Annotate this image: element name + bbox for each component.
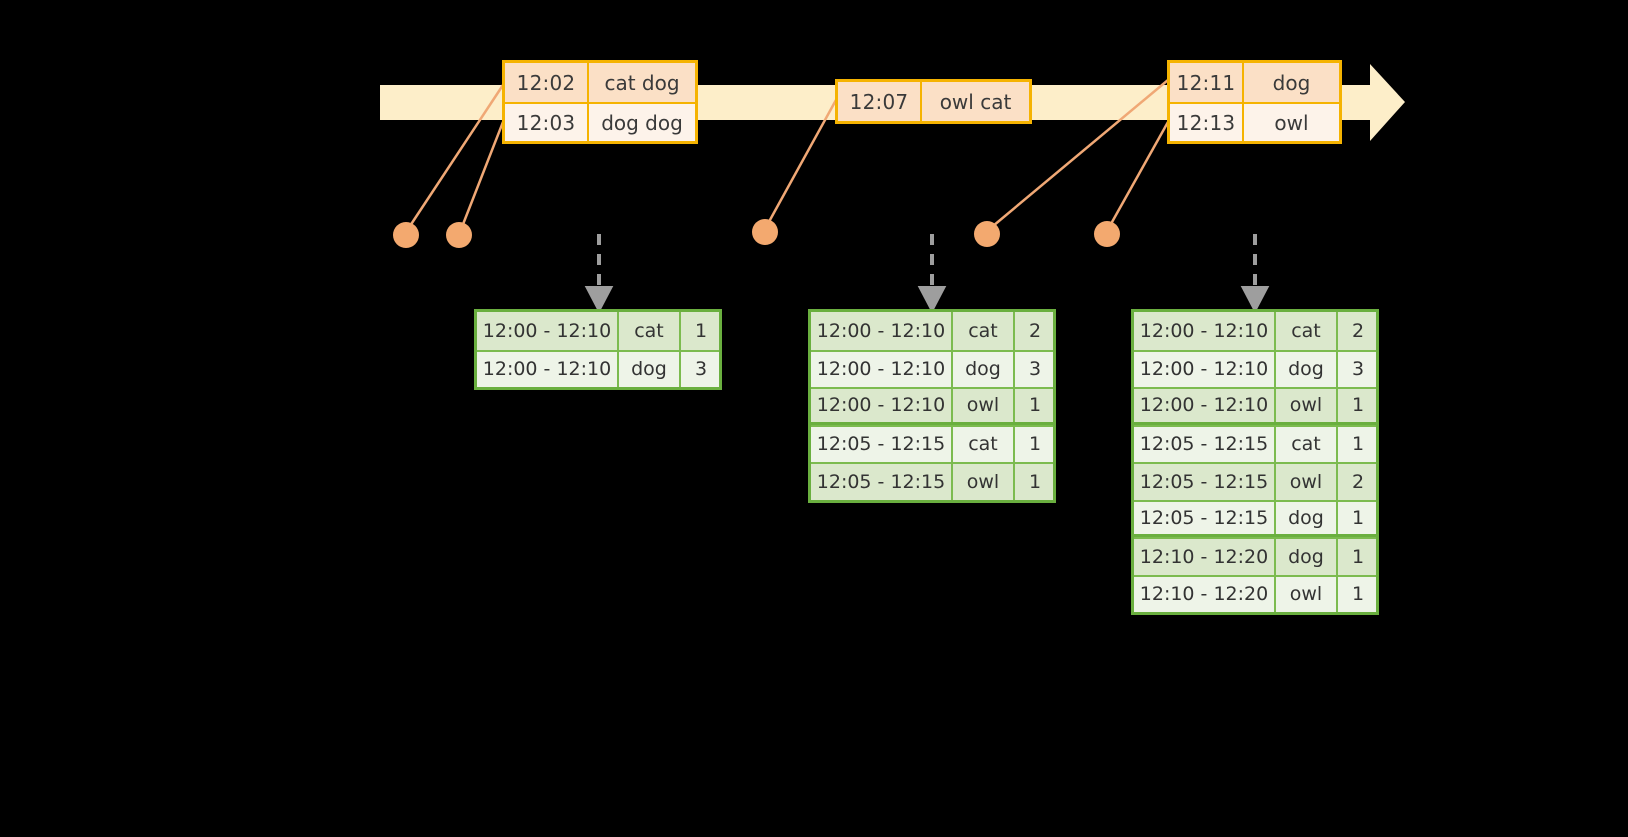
cell-window: 12:00 - 12:10 [1134,389,1276,422]
connector-dots [393,219,1120,248]
cell-window: 12:00 - 12:10 [1134,312,1276,350]
emit-arrows [584,234,1270,314]
cell-word: owl [1276,389,1338,422]
cell-window: 12:00 - 12:10 [477,351,619,387]
cell-count: 1 [1351,394,1365,417]
event-time: 12:07 [838,82,922,121]
cell-word: cat [953,426,1015,462]
table-row[interactable]: 12:05 - 12:15 owl 1 [811,462,1053,500]
table-row[interactable]: 12:05 - 12:15 owl 2 [1134,462,1376,500]
table-row[interactable]: 12:00 - 12:10 dog 3 [811,349,1053,387]
table-row[interactable]: 12:10 - 12:20 dog 1 [1134,537,1376,575]
cell-window: 12:00 - 12:10 [811,351,953,387]
cell-window: 12:05 - 12:15 [1134,464,1276,500]
cell-word: dog [619,351,681,387]
event-row[interactable]: 12:11 dog [1170,63,1339,102]
event-time: 12:11 [1170,63,1244,102]
event-box-1[interactable]: 12:02 cat dog 12:03 dog dog [502,60,698,144]
cell-count: 2 [1351,470,1365,493]
cell-window: 12:05 - 12:15 [811,464,953,500]
event-words: owl cat [939,89,1012,114]
event-words: dog dog [601,110,683,135]
cell-count: 1 [1351,545,1365,568]
cell-word: dog [1276,539,1338,575]
cell-count: 2 [1028,319,1042,342]
event-words: dog [1272,70,1311,95]
cell-window: 12:05 - 12:15 [1134,426,1276,462]
cell-count: 1 [1351,433,1365,456]
cell-word: owl [953,389,1015,422]
cell-count: 3 [694,358,708,381]
event-time: 12:02 [505,63,589,102]
cell-word: cat [1276,426,1338,462]
table-row[interactable]: 12:00 - 12:10 cat 1 [477,312,719,350]
cell-window: 12:05 - 12:15 [1134,501,1276,534]
cell-count: 1 [1028,470,1042,493]
event-box-2[interactable]: 12:07 owl cat [835,79,1032,124]
table-row[interactable]: 12:00 - 12:10 owl 1 [1134,387,1376,425]
cell-window: 12:05 - 12:15 [811,426,953,462]
cell-window: 12:00 - 12:10 [811,389,953,422]
cell-window: 12:10 - 12:20 [1134,539,1276,575]
table-row[interactable]: 12:00 - 12:10 cat 2 [811,312,1053,350]
event-row[interactable]: 12:03 dog dog [505,102,695,141]
event-row[interactable]: 12:07 owl cat [838,82,1029,121]
dot-12-07 [752,219,778,245]
window-results-after-12-03[interactable]: 12:00 - 12:10 cat 1 12:00 - 12:10 dog 3 [474,309,722,390]
cell-count: 1 [1028,394,1042,417]
cell-count: 1 [1028,433,1042,456]
dot-12-02 [393,222,419,248]
table-row[interactable]: 12:10 - 12:20 owl 1 [1134,574,1376,612]
cell-window: 12:10 - 12:20 [1134,576,1276,612]
cell-word: dog [1276,351,1338,387]
dot-12-03 [446,222,472,248]
event-words: cat dog [604,70,680,95]
cell-word: cat [953,312,1015,350]
table-row[interactable]: 12:00 - 12:10 cat 2 [1134,312,1376,350]
cell-count: 1 [1351,506,1365,529]
table-row[interactable]: 12:00 - 12:10 dog 3 [1134,349,1376,387]
cell-window: 12:00 - 12:10 [1134,351,1276,387]
cell-word: owl [1276,464,1338,500]
table-row[interactable]: 12:05 - 12:15 cat 1 [1134,424,1376,462]
cell-word: cat [1276,312,1338,350]
table-row[interactable]: 12:05 - 12:15 dog 1 [1134,499,1376,537]
event-time: 12:03 [505,104,589,141]
event-row[interactable]: 12:02 cat dog [505,63,695,102]
window-results-after-12-07[interactable]: 12:00 - 12:10 cat 2 12:00 - 12:10 dog 3 … [808,309,1056,503]
event-words: owl [1274,110,1309,135]
event-box-3[interactable]: 12:11 dog 12:13 owl [1167,60,1342,144]
cell-count: 3 [1028,358,1042,381]
dot-12-13 [1094,221,1120,247]
cell-window: 12:00 - 12:10 [477,312,619,350]
cell-count: 3 [1351,358,1365,381]
cell-word: owl [1276,576,1338,612]
event-time: 12:13 [1170,104,1244,141]
cell-window: 12:00 - 12:10 [811,312,953,350]
cell-word: dog [953,351,1015,387]
table-row[interactable]: 12:00 - 12:10 dog 3 [477,349,719,387]
dot-12-11 [974,221,1000,247]
cell-word: dog [1276,501,1338,534]
cell-count: 1 [1351,583,1365,606]
window-results-after-12-13[interactable]: 12:00 - 12:10 cat 2 12:00 - 12:10 dog 3 … [1131,309,1379,615]
table-row[interactable]: 12:00 - 12:10 owl 1 [811,387,1053,425]
event-row[interactable]: 12:13 owl [1170,102,1339,141]
cell-word: cat [619,312,681,350]
cell-count: 1 [694,319,708,342]
cell-word: owl [953,464,1015,500]
table-row[interactable]: 12:05 - 12:15 cat 1 [811,424,1053,462]
cell-count: 2 [1351,319,1365,342]
